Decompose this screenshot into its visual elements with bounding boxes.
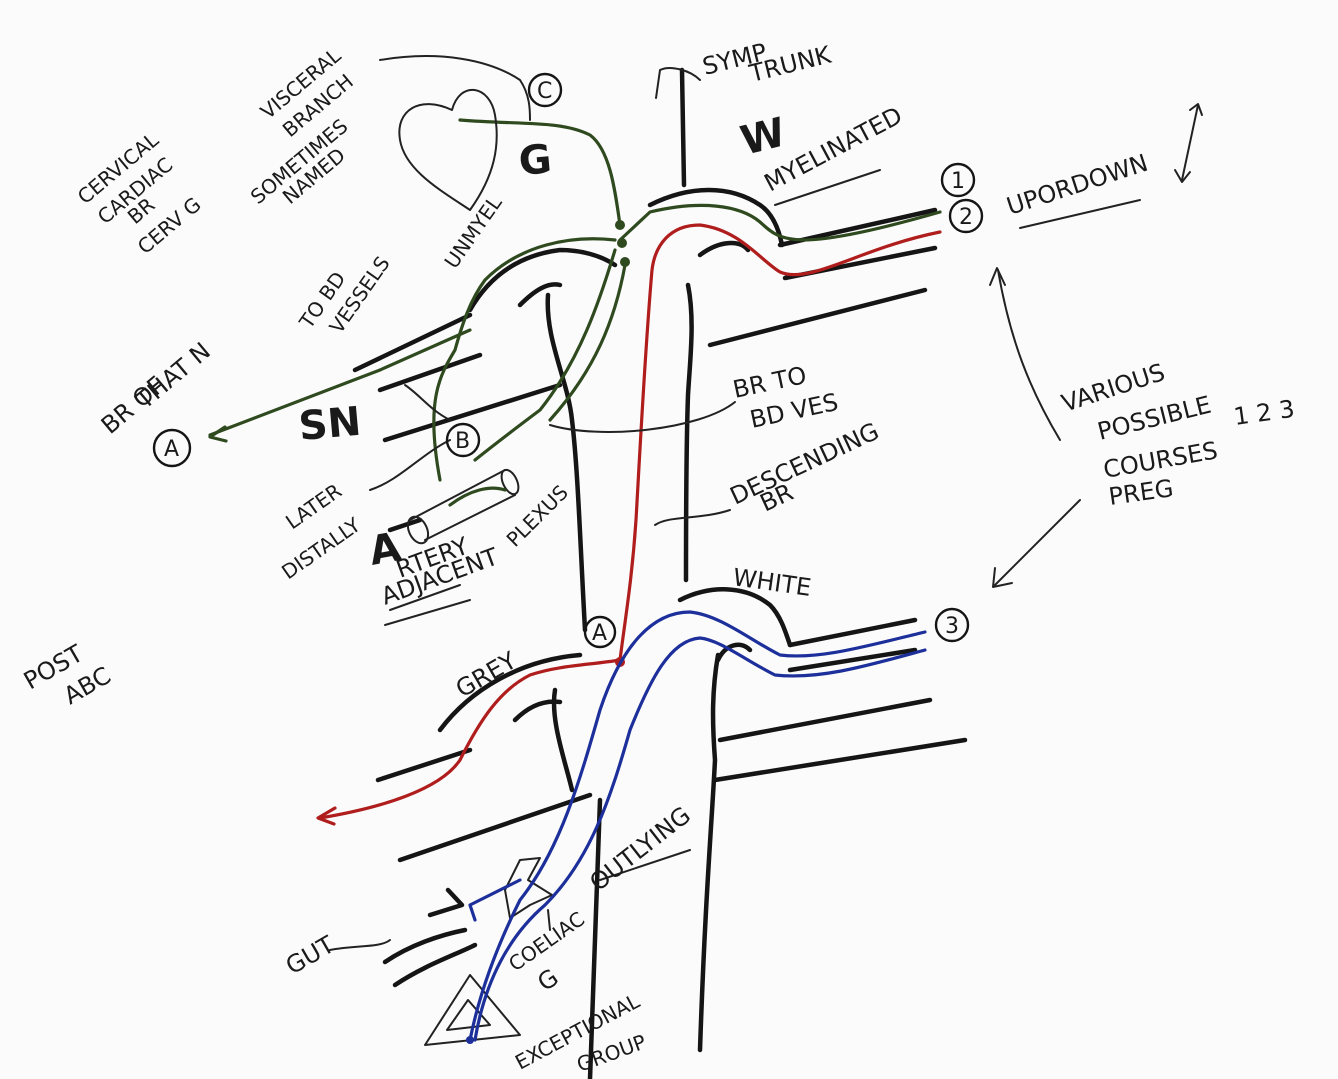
circle-a-mid-label: A xyxy=(592,621,607,646)
various-label-3: 1 2 3 xyxy=(1232,395,1296,431)
circle-c-label: C xyxy=(537,79,552,104)
grey-ramus-label: GREY xyxy=(451,646,522,703)
handwritten-labels: SYMP TRUNK W MYELINATED UPORDOWN G VISCE… xyxy=(19,38,1296,1077)
gut-label: GUT xyxy=(281,930,339,980)
ganglion-g-label: G xyxy=(517,136,554,185)
circle-a-left-label: A xyxy=(164,437,179,462)
circle-2-label: 2 xyxy=(959,205,973,230)
w-mark: W xyxy=(736,109,790,164)
plexus-label: PLEXUS xyxy=(502,480,573,551)
sn-label: SN xyxy=(297,399,363,450)
circle-3-label: 3 xyxy=(945,614,959,639)
up-or-down-label: UPORDOWN xyxy=(1003,149,1151,221)
circle-b-label: B xyxy=(455,429,470,454)
white-ramus-label: WHITE xyxy=(731,563,813,602)
descending-label-1: DESCENDING xyxy=(726,417,884,510)
unmyel-label: UNMYEL xyxy=(439,191,507,273)
br-of-label-2: THAT N xyxy=(130,337,216,415)
coeliac-label-2: G xyxy=(532,963,563,997)
circled-markers: 1 2 3 C A B A xyxy=(154,74,982,647)
circle-1-label: 1 xyxy=(951,169,965,194)
